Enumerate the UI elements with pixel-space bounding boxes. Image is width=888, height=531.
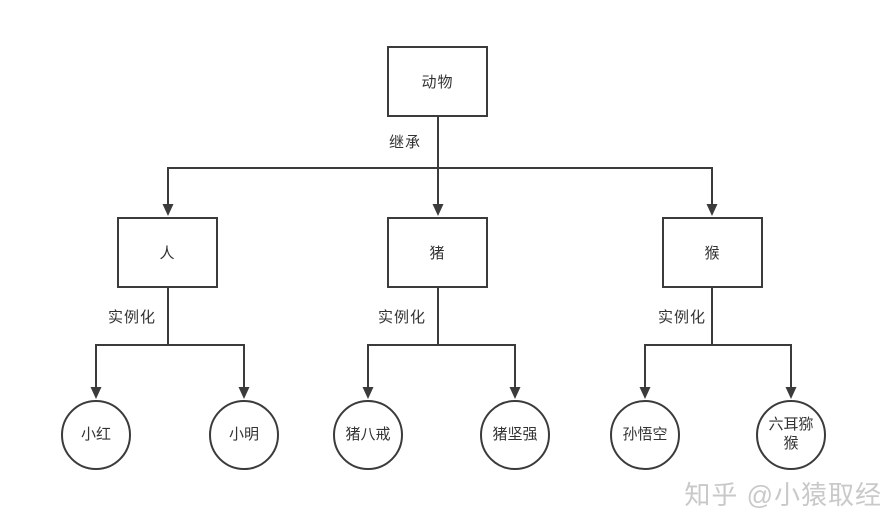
instantiation-edges-pig [362, 288, 521, 399]
arrowhead [162, 204, 174, 216]
node-label: 动物 [421, 74, 454, 91]
arrowhead [706, 204, 718, 216]
instantiation-edges-person [90, 288, 250, 399]
instance-node-zhujianqiang: 猪坚强 [480, 400, 550, 470]
node-label: 小红 [80, 425, 111, 443]
node-label: 人 [159, 245, 176, 262]
node-label: 孙悟空 [622, 425, 668, 443]
arrowhead [639, 387, 651, 399]
edge-label-instantiate-monkey: 实例化 [658, 309, 707, 326]
watermark-zhihu: 知乎 @小猿取经 [684, 480, 882, 510]
class-node-animal: 动物 [387, 46, 488, 117]
class-node-monkey: 猴 [662, 217, 763, 288]
arrowhead [509, 387, 521, 399]
instantiation-edges-monkey [639, 288, 797, 399]
arrowhead [238, 387, 250, 399]
inheritance-edges [162, 117, 718, 216]
node-label: 猪八戒 [345, 425, 391, 443]
node-label: 猪坚强 [492, 425, 538, 443]
arrowhead [432, 204, 444, 216]
instance-node-zhubajie: 猪八戒 [333, 400, 403, 470]
instance-node-sunwukong: 孙悟空 [610, 400, 680, 470]
edge-label-inherit: 继承 [389, 134, 422, 151]
node-label: 猪 [429, 245, 446, 262]
arrowhead [785, 387, 797, 399]
instance-node-xiaohong: 小红 [61, 400, 131, 470]
instance-node-xiaoming: 小明 [209, 400, 279, 470]
class-node-person: 人 [117, 217, 218, 288]
edge-label-instantiate-person: 实例化 [108, 309, 157, 326]
node-label: 猴 [704, 245, 721, 262]
arrowhead [90, 387, 102, 399]
instance-node-liuermihou: 六耳猕猴 [756, 400, 826, 470]
arrowhead [362, 387, 374, 399]
node-label: 六耳猕猴 [768, 416, 814, 452]
node-label: 小明 [228, 425, 259, 443]
class-node-pig: 猪 [387, 217, 488, 288]
edge-label-instantiate-pig: 实例化 [378, 309, 427, 326]
